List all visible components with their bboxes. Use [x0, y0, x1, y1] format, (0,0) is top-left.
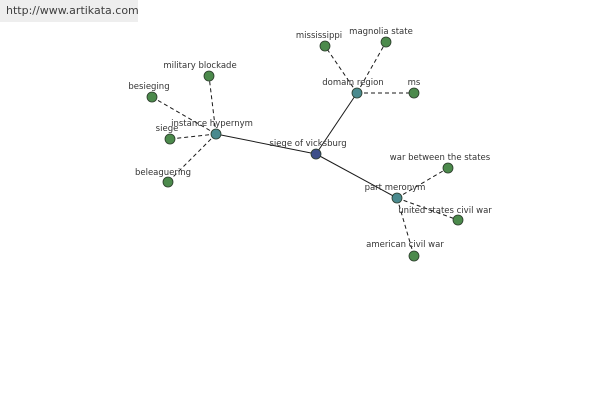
node-united-states-civil-war[interactable] — [452, 214, 464, 226]
edge-siege-of-vicksburg-to-domain-region — [315, 92, 358, 155]
node-label-besieging: besieging — [128, 82, 169, 92]
edges-layer — [151, 41, 459, 257]
node-part-meronym[interactable] — [391, 192, 403, 204]
node-mississippi[interactable] — [319, 40, 331, 52]
edge-siege-of-vicksburg-to-instance-hypernym — [215, 133, 317, 155]
node-siege[interactable] — [164, 133, 176, 145]
source-url-banner: http://www.artikata.com — [0, 0, 139, 22]
edge-part-meronym-to-american-civil-war — [396, 197, 415, 257]
edge-instance-hypernym-to-military-blockade — [208, 75, 217, 135]
node-domain-region[interactable] — [351, 87, 363, 99]
edge-part-meronym-to-war-between-the-states — [396, 167, 449, 199]
edge-domain-region-to-magnolia-state — [356, 41, 387, 94]
node-beleaguering[interactable] — [162, 176, 174, 188]
node-label-beleaguering: beleaguering — [135, 168, 191, 178]
node-label-ms: ms — [408, 78, 421, 88]
node-label-siege: siege — [156, 124, 179, 134]
node-besieging[interactable] — [146, 91, 158, 103]
node-magnolia-state[interactable] — [380, 36, 392, 48]
edge-siege-of-vicksburg-to-part-meronym — [315, 153, 398, 199]
node-american-civil-war[interactable] — [408, 250, 420, 262]
labels-layer: siege of vicksburg instance hypernym domai… — [128, 27, 492, 250]
node-label-war-between-the-states: war between the states — [390, 153, 491, 163]
node-label-siege-of-vicksburg: siege of vicksburg — [269, 139, 346, 149]
edge-instance-hypernym-to-besieging — [151, 96, 217, 135]
node-ms[interactable] — [408, 87, 420, 99]
node-military-blockade[interactable] — [203, 70, 215, 82]
node-siege-of-vicksburg[interactable] — [310, 148, 322, 160]
source-url-text: http://www.artikata.com — [6, 4, 139, 17]
node-label-instance-hypernym: instance hypernym — [171, 119, 253, 129]
nodes-layer — [146, 36, 464, 262]
node-label-american-civil-war: american civil war — [366, 240, 444, 250]
node-label-military-blockade: military blockade — [163, 61, 236, 71]
node-label-mississippi: mississippi — [296, 31, 342, 41]
node-label-part-meronym: part meronym — [365, 183, 426, 193]
node-label-magnolia-state: magnolia state — [349, 27, 413, 37]
node-instance-hypernym[interactable] — [210, 128, 222, 140]
edge-domain-region-to-mississippi — [324, 45, 358, 94]
edge-instance-hypernym-to-siege — [169, 133, 217, 140]
edge-instance-hypernym-to-beleaguering — [167, 133, 217, 183]
node-war-between-the-states[interactable] — [442, 162, 454, 174]
edge-part-meronym-to-united-states-civil-war — [396, 197, 459, 221]
node-label-domain-region: domain region — [322, 78, 383, 88]
node-label-united-states-civil-war: united states civil war — [398, 206, 492, 216]
